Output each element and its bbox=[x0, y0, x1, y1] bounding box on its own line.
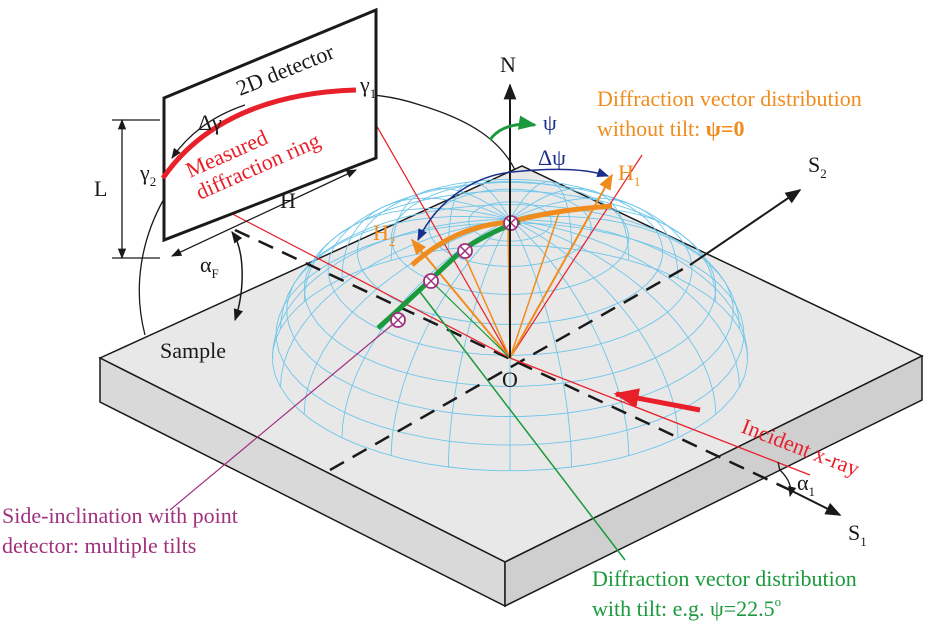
s2-axis-arrow bbox=[689, 189, 802, 266]
label-O: O bbox=[502, 367, 518, 392]
sphere-meridian-line bbox=[509, 219, 572, 468]
orange-vector-mid1 bbox=[461, 249, 511, 359]
detector-frame bbox=[162, 7, 378, 243]
point-marker bbox=[390, 312, 406, 328]
H-dimension bbox=[171, 169, 357, 257]
point-marker bbox=[457, 243, 473, 259]
point-marker bbox=[423, 273, 439, 289]
label-green-line1: Diffraction vector distribution bbox=[592, 566, 857, 591]
label-S1: S1 bbox=[848, 520, 867, 549]
label-green-line2: with tilt: e.g. ψ=22.5o bbox=[592, 594, 781, 621]
label-H1: H1 bbox=[618, 160, 640, 189]
alpha1-angle-arc bbox=[779, 469, 797, 498]
label-H: H bbox=[280, 188, 296, 213]
sphere-meridian-line bbox=[448, 219, 511, 468]
label-gamma1: γ1 bbox=[359, 72, 376, 101]
label-magenta-line2: detector: multiple tilts bbox=[2, 533, 196, 558]
delta-psi-arc bbox=[417, 167, 610, 242]
delta-gamma-arc bbox=[171, 104, 246, 159]
label-gamma2: γ2 bbox=[139, 160, 156, 189]
label-alphaF: αF bbox=[200, 252, 219, 281]
psi-rotation-arrow bbox=[488, 115, 537, 141]
label-L: L bbox=[94, 176, 107, 201]
alphaF-angle-arc bbox=[231, 231, 243, 322]
magenta-pointer-line bbox=[169, 319, 399, 511]
incident-beam-line bbox=[509, 357, 811, 476]
green-vector bbox=[429, 279, 511, 359]
s2-axis-dashed bbox=[329, 263, 691, 472]
label-orange-line1: Diffraction vector distribution bbox=[597, 86, 862, 111]
label-psi: ψ bbox=[543, 110, 557, 135]
sample-axes-dashed bbox=[234, 228, 791, 492]
label-delta-psi: Δψ bbox=[538, 145, 566, 170]
alpha1-tick bbox=[777, 461, 781, 472]
sphere-meridian-line bbox=[509, 218, 679, 438]
sample-slab bbox=[98, 165, 924, 608]
label-magenta-line1: Side-inclination with point bbox=[2, 503, 238, 528]
green-tilt-line bbox=[419, 291, 626, 561]
label-N: N bbox=[500, 52, 516, 77]
label-orange-line2: without tilt: ψ=0 bbox=[597, 116, 744, 141]
label-H2: H2 bbox=[373, 220, 395, 249]
incident-arrow bbox=[613, 388, 701, 413]
label-sample: Sample bbox=[160, 338, 226, 363]
sphere-meridian-line bbox=[509, 219, 630, 456]
label-alpha1: α1 bbox=[797, 470, 815, 499]
label-delta-gamma: Δγ bbox=[198, 110, 222, 135]
s1-axis-arrow bbox=[789, 489, 842, 516]
measured-diffraction-ring bbox=[160, 87, 357, 180]
label-S2: S2 bbox=[808, 152, 827, 181]
detector bbox=[112, 7, 378, 322]
sample-right-face bbox=[504, 354, 923, 608]
ray-to-H1-region bbox=[509, 154, 643, 359]
sphere-meridian-line bbox=[390, 219, 511, 456]
orange-vector-H2 bbox=[410, 238, 511, 359]
